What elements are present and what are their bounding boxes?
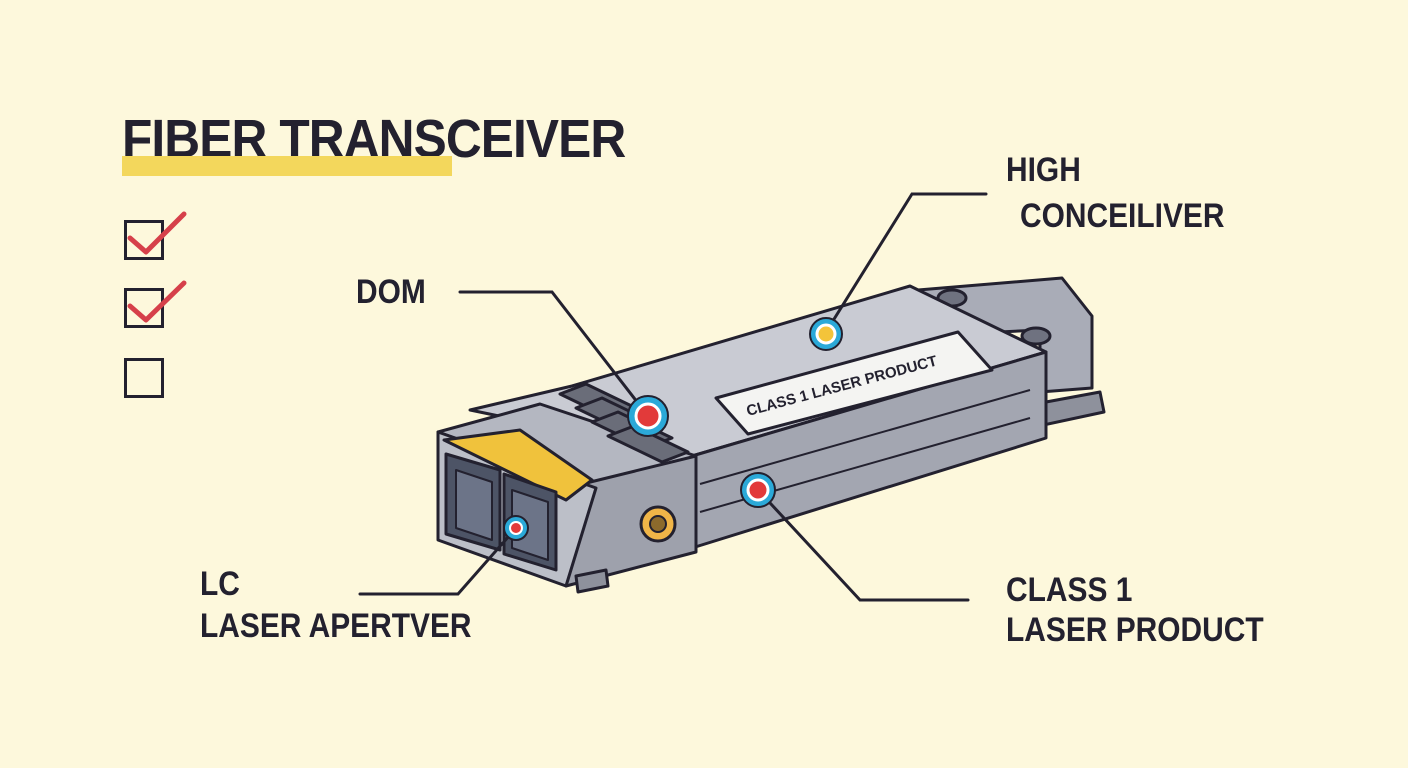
marker-dom[interactable] <box>634 402 662 430</box>
checklist-box-3[interactable] <box>124 358 164 398</box>
marker-high[interactable] <box>815 323 837 345</box>
label-lc-line2: LASER APERTVER <box>200 607 472 645</box>
label-class-line2: LASER PRODUCT <box>1006 611 1264 649</box>
marker-class[interactable] <box>746 478 770 502</box>
leader-line-lc <box>358 526 518 596</box>
lc-port-inner <box>455 469 493 541</box>
label-high-line2: CONCEILIVER <box>1020 197 1225 235</box>
leader-line-dom <box>458 290 650 418</box>
vent-slot <box>606 424 690 464</box>
label-class-line1: CLASS 1 <box>1006 571 1133 609</box>
laser-sticker <box>714 330 994 436</box>
label-lc-line1: LC <box>200 565 240 603</box>
marker-lc[interactable] <box>509 521 523 535</box>
title-highlight <box>122 156 452 176</box>
leader-line-high <box>824 192 988 334</box>
latch <box>574 568 610 594</box>
leader-line-class <box>756 488 970 602</box>
body-side-groove <box>699 389 1031 485</box>
screw-center <box>649 515 667 533</box>
label-high-line1: HIGH <box>1006 151 1081 189</box>
rear-tab-hole <box>1020 326 1052 346</box>
label-dom: DOM <box>356 273 426 311</box>
